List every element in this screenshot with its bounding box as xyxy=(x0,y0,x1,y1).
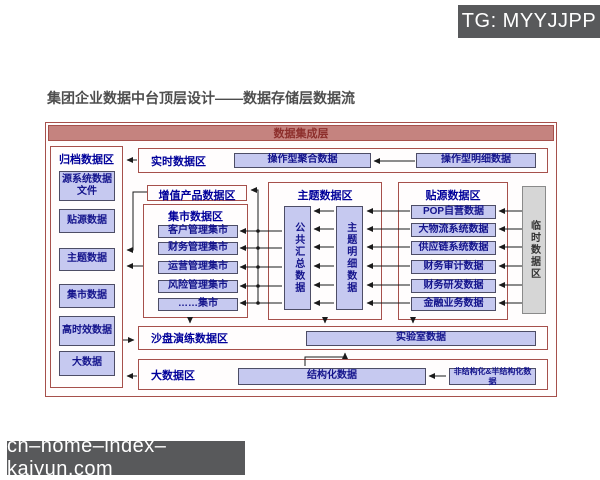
source-item-audit: 财务审计数据 xyxy=(411,260,496,274)
watermark-top-badge: TG: MYYJJPP xyxy=(458,5,600,38)
watermark-bottom-badge: cn–home–index–kaiyun.com xyxy=(7,435,245,480)
source-item-finance-biz: 金融业务数据 xyxy=(411,297,496,311)
structured-data-box: 结构化数据 xyxy=(238,368,426,385)
operational-aggregate-box: 操作型聚合数据 xyxy=(234,153,371,168)
source-item-pop: POP自营数据 xyxy=(411,205,496,219)
mart-item-operations: 运营管理集市 xyxy=(158,261,238,274)
realtime-section: 实时数据区 操作型聚合数据 操作型明细数据 xyxy=(138,148,548,173)
archive-item-high-timeliness: 高时效数据 xyxy=(59,316,115,346)
source-item-logistics: 大物流系统数据 xyxy=(411,223,496,237)
subject-section: 主题数据区 公共汇总数据 主题明细数据 xyxy=(268,182,382,320)
source-item-rnd: 财务研发数据 xyxy=(411,279,496,293)
mart-item-etc: ……集市 xyxy=(158,298,238,311)
value-added-section: 增值产品数据区 xyxy=(147,185,247,202)
bigdata-section: 大数据区 结构化数据 非结构化&半结构化数据 xyxy=(138,359,548,390)
mart-item-risk: 风险管理集市 xyxy=(158,280,238,293)
realtime-label: 实时数据区 xyxy=(151,155,206,168)
archive-section: 归档数据区 源系统数据文件 贴源数据 主题数据 集市数据 高时效数据 大数据 xyxy=(50,146,123,388)
source-section: 贴源数据区 POP自营数据 大物流系统数据 供应链系统数据 财务审计数据 财务研… xyxy=(398,182,508,320)
lab-data-box: 实验室数据 xyxy=(306,331,536,346)
bigdata-label: 大数据区 xyxy=(151,369,195,382)
operational-detail-box: 操作型明细数据 xyxy=(416,153,536,168)
archive-item-source-files: 源系统数据文件 xyxy=(59,171,115,201)
temp-data-box: 临时数据区 xyxy=(522,186,546,314)
value-added-label: 增值产品数据区 xyxy=(158,190,236,202)
subject-label: 主题数据区 xyxy=(297,190,353,202)
sandbox-label: 沙盘演练数据区 xyxy=(151,333,228,345)
archive-item-mart-data: 集市数据 xyxy=(59,284,115,308)
subject-detail-box: 主题明细数据 xyxy=(336,206,363,310)
mart-section: 集市数据区 客户管理集市 财务管理集市 运营管理集市 风险管理集市 ……集市 xyxy=(143,204,248,318)
archive-label: 归档数据区 xyxy=(59,154,114,166)
archive-item-source-data: 贴源数据 xyxy=(59,209,115,233)
sandbox-section: 沙盘演练数据区 实验室数据 xyxy=(138,326,548,350)
public-summary-box: 公共汇总数据 xyxy=(284,206,311,310)
archive-item-subject-data: 主题数据 xyxy=(59,248,115,271)
page-title: 集团企业数据中台顶层设计——数据存储层数据流 xyxy=(47,90,355,106)
mart-item-customer: 客户管理集市 xyxy=(158,225,238,238)
integration-layer-header: 数据集成层 xyxy=(48,125,554,141)
unstructured-data-box: 非结构化&半结构化数据 xyxy=(449,367,536,386)
mart-item-finance: 财务管理集市 xyxy=(158,242,238,255)
source-item-supply-chain: 供应链系统数据 xyxy=(411,241,496,255)
source-label: 贴源数据区 xyxy=(425,190,481,202)
mart-label: 集市数据区 xyxy=(168,211,223,223)
archive-item-big-data: 大数据 xyxy=(59,351,115,376)
